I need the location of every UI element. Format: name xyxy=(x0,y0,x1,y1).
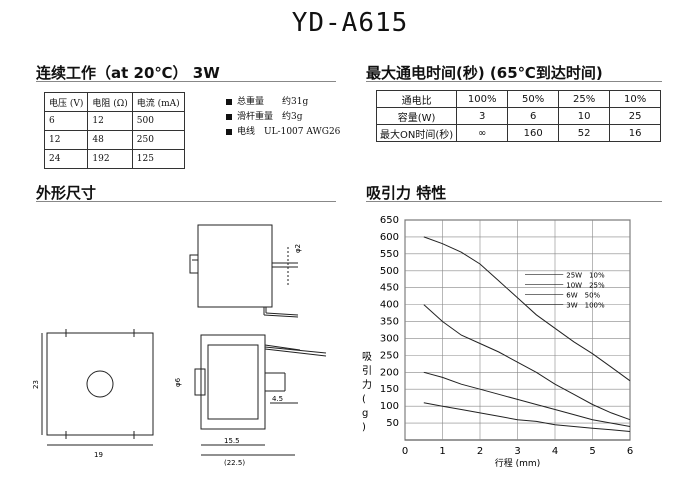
table-cell: 16 xyxy=(609,124,662,142)
dimensions-heading: 外形尺寸 xyxy=(36,184,97,202)
x-tick-label: 3 xyxy=(514,446,520,457)
table-cell: 6 xyxy=(507,107,560,125)
dim-total-length: (22.5) xyxy=(224,459,245,467)
table-cell: 100% xyxy=(456,90,509,108)
x-tick-label: 5 xyxy=(589,446,595,457)
table-cell: 12 xyxy=(87,111,133,131)
y-tick-label: 500 xyxy=(380,266,399,277)
series-line xyxy=(423,304,631,421)
dim-width: 19 xyxy=(94,451,103,459)
continuous-work-heading: 连续工作（at 20℃） 3W xyxy=(36,64,220,82)
series-line xyxy=(423,371,631,427)
table-cell: 最大ON时间(秒) xyxy=(375,124,458,142)
x-tick-label: 0 xyxy=(402,446,408,457)
table-cell: 250 xyxy=(131,130,185,150)
side-view-body xyxy=(200,334,266,430)
dim-height: 23 xyxy=(32,380,40,389)
y-axis-ticks: 50 100 150 200 250 300 350 400 450 500 550 600 650 xyxy=(380,215,399,429)
dim-body-length: 15.5 xyxy=(224,437,240,445)
table-cell: 48 xyxy=(87,130,133,150)
table-cell: 3 xyxy=(456,107,509,125)
coil-spec-table: 电压 (V) 电阻 (Ω) 电流 (mA) 6 12 500 12 48 250… xyxy=(43,92,185,169)
y-axis-label: 吸引力(g) xyxy=(362,352,372,433)
x-tick-label: 4 xyxy=(552,446,558,457)
list-item: 总重量 约31g xyxy=(226,95,340,110)
chart-series xyxy=(423,236,631,432)
list-item: 电线 UL-1007 AWG26 xyxy=(226,125,340,140)
table-cell: 10% xyxy=(609,90,662,108)
bullet-square-icon xyxy=(226,128,232,135)
chart-legend: 25W 10% 10W 25% 6W 50% 3W 100% xyxy=(525,272,605,310)
attraction-chart-heading: 吸引力 特性 xyxy=(366,184,447,202)
y-tick-label: 400 xyxy=(380,300,399,311)
x-tick-label: 6 xyxy=(627,446,633,457)
table-cell: 12 xyxy=(43,130,89,150)
front-view-body xyxy=(46,332,154,436)
divider xyxy=(36,201,336,202)
divider xyxy=(366,81,662,82)
side-view-plunger xyxy=(194,368,206,396)
y-tick-label: 450 xyxy=(380,283,399,294)
lead-wire xyxy=(263,314,299,318)
y-tick-label: 50 xyxy=(386,418,399,429)
front-view-bore xyxy=(86,370,114,398)
table-cell: 25 xyxy=(609,107,662,125)
table-cell: 通电比 xyxy=(375,90,458,108)
table-cell: ∞ xyxy=(456,124,509,142)
legend-entry: 3W 100% xyxy=(566,302,605,310)
table-cell: 10 xyxy=(558,107,611,125)
table-cell: 50% xyxy=(507,90,560,108)
y-tick-label: 300 xyxy=(380,333,399,344)
y-tick-label: 550 xyxy=(380,249,399,260)
y-tick-label: 600 xyxy=(380,232,399,243)
dimension-drawing: φ2 φ6 23 19 4.5 15.5 (22.5) xyxy=(32,224,327,467)
table-header: 电阻 (Ω) xyxy=(87,92,133,112)
y-tick-label: 150 xyxy=(380,384,399,395)
list-item: 滑杆重量 约3g xyxy=(226,110,340,125)
table-cell: 24 xyxy=(43,149,89,169)
x-tick-label: 1 xyxy=(439,446,445,457)
table-header: 电压 (V) xyxy=(43,92,89,112)
top-view-plunger xyxy=(189,254,199,274)
x-tick-label: 2 xyxy=(477,446,483,457)
top-view-body xyxy=(197,224,273,308)
table-cell: 容量(W) xyxy=(375,107,458,125)
legend-entry: 6W 50% xyxy=(566,292,600,300)
table-cell: 500 xyxy=(131,111,185,131)
table-header: 电流 (mA) xyxy=(131,92,185,112)
bullet-square-icon xyxy=(226,113,232,120)
table-cell: 192 xyxy=(87,149,133,169)
table-cell: 52 xyxy=(558,124,611,142)
table-cell: 160 xyxy=(507,124,560,142)
series-line xyxy=(423,402,631,432)
series-line xyxy=(423,236,631,382)
y-tick-label: 200 xyxy=(380,367,399,378)
page-title: YD-A615 xyxy=(291,8,409,38)
table-cell: 25% xyxy=(558,90,611,108)
dim-stroke-tip: 4.5 xyxy=(272,395,283,403)
divider xyxy=(36,81,336,82)
x-axis-ticks: 0 1 2 3 4 5 6 xyxy=(402,446,633,457)
table-cell: 125 xyxy=(131,149,185,169)
chart-grid xyxy=(404,219,631,441)
y-tick-label: 650 xyxy=(380,215,399,226)
y-tick-label: 100 xyxy=(380,401,399,412)
weight-notes: 总重量 约31g 滑杆重量 约3g 电线 UL-1007 AWG26 xyxy=(226,95,340,140)
legend-entry: 25W 10% xyxy=(566,272,605,280)
x-axis-label: 行程 (mm) xyxy=(495,457,540,469)
max-on-time-heading: 最大通电时间(秒) (65℃到达时间) xyxy=(366,64,603,82)
duty-cycle-table: 通电比 100% 50% 25% 10% 容量(W) 3 6 10 25 最大O… xyxy=(375,90,662,142)
dim-shaft-diameter: φ6 xyxy=(174,377,182,387)
y-tick-label: 250 xyxy=(380,350,399,361)
bullet-square-icon xyxy=(226,98,232,105)
y-tick-label: 350 xyxy=(380,317,399,328)
table-cell: 6 xyxy=(43,111,89,131)
dim-rod-diameter: φ2 xyxy=(294,244,302,253)
legend-entry: 10W 25% xyxy=(566,282,605,290)
divider xyxy=(366,201,662,202)
